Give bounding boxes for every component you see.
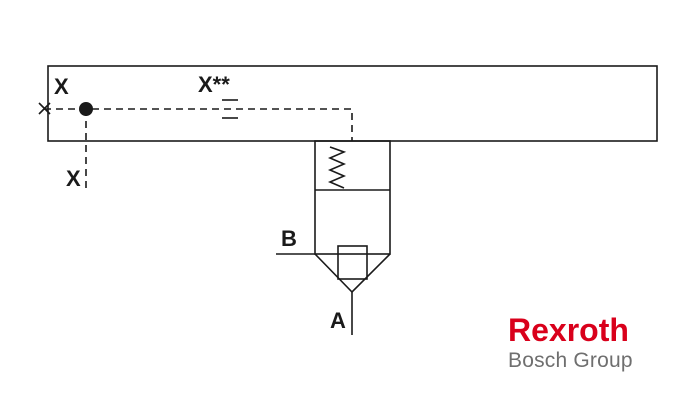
- plug-cross-2: [38, 102, 51, 115]
- spring-symbol: [327, 146, 347, 189]
- port-b-label: B: [281, 226, 297, 251]
- valve-body: [314, 140, 391, 255]
- rexroth-logo: Rexroth Bosch Group: [508, 314, 633, 371]
- port-a-label: A: [330, 308, 346, 333]
- logo-brand-text: Rexroth: [508, 312, 629, 348]
- poppet-seat: [337, 245, 368, 280]
- pilot-connection-dot: [79, 102, 93, 116]
- pilot-line-dashed: [44, 108, 353, 141]
- port-x-optional-label: X**: [198, 72, 230, 97]
- port-x-bottom-label: X: [66, 166, 81, 191]
- logo-subline-text: Bosch Group: [508, 349, 633, 372]
- poppet-cone: [314, 253, 391, 294]
- port-x-top-label: X: [54, 74, 69, 99]
